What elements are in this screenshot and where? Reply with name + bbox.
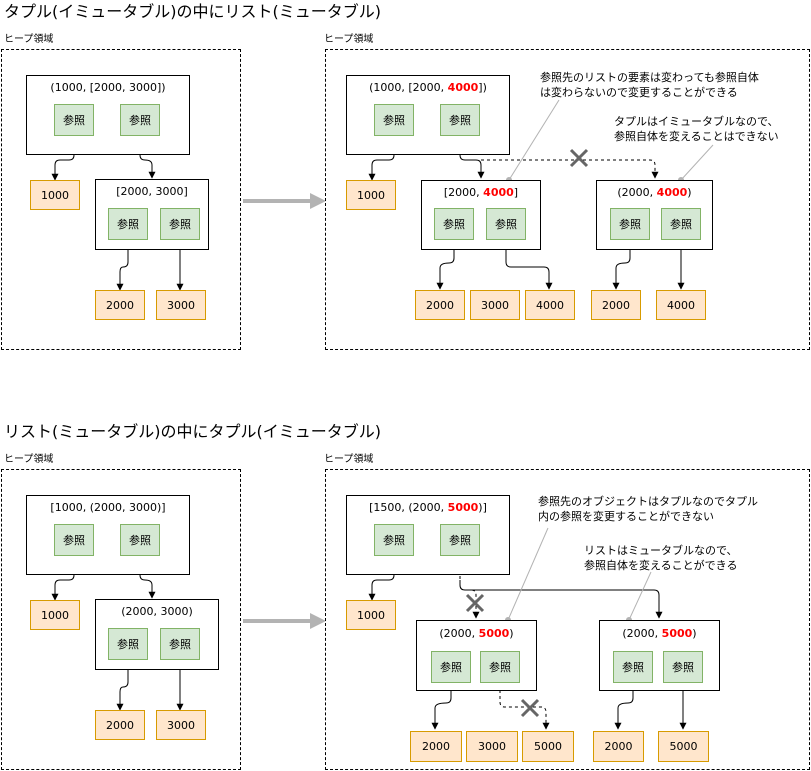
reference-cell: 参照 bbox=[108, 208, 148, 240]
value-box: 5000 bbox=[522, 731, 574, 762]
annotation-line: 内の参照を変更することができない bbox=[538, 510, 714, 523]
reference-cell: 参照 bbox=[108, 628, 148, 660]
changed-value: 5000 bbox=[447, 501, 479, 514]
outer-container bbox=[26, 75, 190, 155]
heap-region bbox=[1, 469, 241, 770]
reference-cell: 参照 bbox=[160, 628, 200, 660]
label-text: ) bbox=[509, 627, 514, 640]
label-text: ]) bbox=[478, 81, 487, 94]
label-text: )] bbox=[478, 501, 487, 514]
inner-container-label: [2000, 3000] bbox=[116, 185, 188, 198]
reference-cell: 参照 bbox=[160, 208, 200, 240]
reference-cell: 参照 bbox=[440, 104, 480, 136]
outer-container-label: [1500, (2000, 5000)] bbox=[346, 501, 510, 515]
inner-container-label: (2000, 5000) bbox=[599, 627, 720, 641]
value-box: 1000 bbox=[346, 180, 396, 210]
reference-cell: 参照 bbox=[431, 651, 471, 683]
reference-cell: 参照 bbox=[663, 651, 703, 683]
reference-cell: 参照 bbox=[440, 524, 480, 556]
label-text: [2000, bbox=[443, 186, 484, 199]
value-box: 4000 bbox=[525, 290, 575, 320]
reference-cell: 参照 bbox=[610, 208, 650, 240]
inner-container-label: (2000, 4000) bbox=[596, 186, 713, 200]
reference-cell: 参照 bbox=[613, 651, 653, 683]
forbidden-cross-icon bbox=[569, 148, 589, 168]
annotation-line: 参照先のオブジェクトはタプルなのでタプル bbox=[538, 495, 758, 508]
reference-cell: 参照 bbox=[54, 104, 94, 136]
annotation-line: 参照自体を変えることはできない bbox=[614, 130, 779, 143]
reference-cell: 参照 bbox=[661, 208, 701, 240]
value-box: 5000 bbox=[658, 731, 709, 762]
label-text: (2000, bbox=[617, 186, 657, 199]
annotation-note: リストはミュータブルなので、 参照自体を変えることができる bbox=[584, 543, 738, 573]
inner-container-label: [2000, 4000] bbox=[421, 186, 541, 200]
heap-region bbox=[325, 49, 810, 350]
outer-container-label: [1000, (2000, 3000)] bbox=[50, 501, 166, 514]
label-text: ] bbox=[513, 186, 519, 199]
heap-region bbox=[1, 49, 241, 350]
annotation-line: タプルはイミュータブルなので、 bbox=[614, 115, 779, 128]
heap-region-label: ヒープ領域 bbox=[324, 34, 374, 45]
value-box: 3000 bbox=[156, 710, 206, 740]
changed-value: 4000 bbox=[656, 186, 688, 199]
outer-container-label: (1000, [2000, 3000]) bbox=[50, 81, 166, 94]
value-box: 1000 bbox=[30, 180, 80, 210]
annotation-line: は変わらないので変更することができる bbox=[540, 86, 738, 99]
label-text: ) bbox=[687, 186, 692, 199]
changed-value: 4000 bbox=[447, 81, 479, 94]
inner-container-label: (2000, 3000) bbox=[121, 605, 193, 618]
value-box: 1000 bbox=[30, 600, 80, 630]
inner-container-label: (2000, 5000) bbox=[416, 627, 537, 641]
outer-container bbox=[346, 495, 510, 575]
label-text: [1500, (2000, bbox=[369, 501, 448, 514]
forbidden-cross-icon bbox=[520, 698, 540, 718]
value-box: 2000 bbox=[593, 731, 644, 762]
section-title: リスト(ミュータブル)の中にタプル(イミュータブル) bbox=[4, 422, 381, 441]
value-box: 3000 bbox=[466, 731, 518, 762]
value-box: 2000 bbox=[95, 710, 145, 740]
value-box: 2000 bbox=[410, 731, 462, 762]
annotation-line: リストはミュータブルなので、 bbox=[584, 544, 738, 557]
heap-region bbox=[325, 469, 810, 770]
reference-cell: 参照 bbox=[486, 208, 526, 240]
reference-cell: 参照 bbox=[120, 524, 160, 556]
annotation-line: 参照先のリストの要素は変わっても参照自体 bbox=[540, 71, 759, 84]
label-text: (2000, bbox=[439, 627, 479, 640]
forbidden-cross-icon bbox=[465, 593, 485, 613]
outer-container-label: (1000, [2000, 4000]) bbox=[346, 81, 510, 95]
label-text: (1000, [2000, bbox=[369, 81, 448, 94]
annotation-note: タプルはイミュータブルなので、 参照自体を変えることはできない bbox=[614, 114, 779, 144]
heap-region-label: ヒープ領域 bbox=[4, 454, 54, 465]
label-text: ) bbox=[692, 627, 697, 640]
changed-value: 4000 bbox=[483, 186, 514, 199]
annotation-line: 参照自体を変えることができる bbox=[584, 559, 738, 572]
value-box: 3000 bbox=[156, 290, 206, 320]
outer-container bbox=[346, 75, 510, 155]
reference-cell: 参照 bbox=[374, 104, 414, 136]
reference-cell: 参照 bbox=[120, 104, 160, 136]
value-box: 2000 bbox=[415, 290, 465, 320]
reference-cell: 参照 bbox=[374, 524, 414, 556]
changed-value: 5000 bbox=[661, 627, 693, 640]
reference-cell: 参照 bbox=[54, 524, 94, 556]
reference-cell: 参照 bbox=[434, 208, 474, 240]
heap-region-label: ヒープ領域 bbox=[324, 454, 374, 465]
section-title: タプル(イミュータブル)の中にリスト(ミュータブル) bbox=[4, 2, 381, 21]
outer-container bbox=[26, 495, 190, 575]
annotation-note: 参照先のリストの要素は変わっても参照自体 は変わらないので変更することができる bbox=[540, 70, 759, 100]
label-text: (2000, bbox=[622, 627, 662, 640]
changed-value: 5000 bbox=[478, 627, 510, 640]
annotation-note: 参照先のオブジェクトはタプルなのでタプル 内の参照を変更することができない bbox=[538, 494, 758, 524]
value-box: 3000 bbox=[470, 290, 520, 320]
value-box: 4000 bbox=[656, 290, 706, 320]
heap-region-label: ヒープ領域 bbox=[4, 34, 54, 45]
value-box: 1000 bbox=[346, 600, 396, 630]
value-box: 2000 bbox=[591, 290, 641, 320]
reference-cell: 参照 bbox=[480, 651, 520, 683]
value-box: 2000 bbox=[95, 290, 145, 320]
